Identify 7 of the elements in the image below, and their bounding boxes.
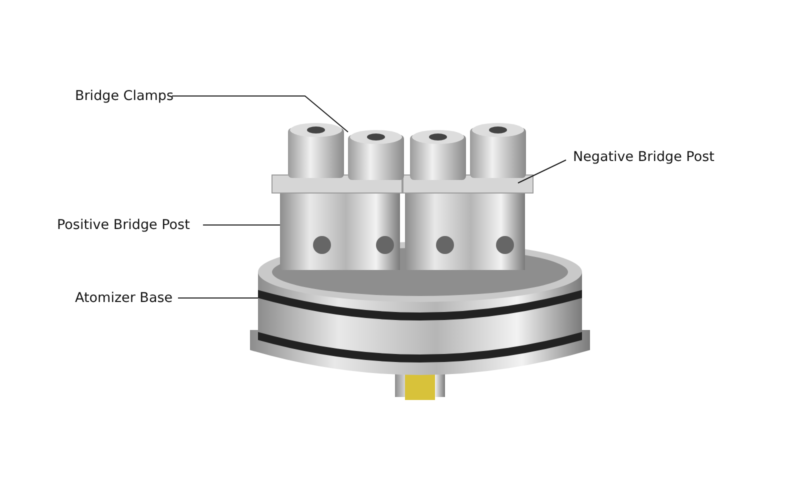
part-label: Positive Bridge Post [57, 217, 190, 233]
leader-line [172, 96, 348, 132]
part-label: Atomizer Base [75, 290, 173, 306]
part-label: Bridge Clamps [75, 88, 174, 104]
leader-line [518, 160, 566, 184]
part-label: Negative Bridge Post [573, 149, 714, 165]
leader-line [202, 224, 280, 226]
